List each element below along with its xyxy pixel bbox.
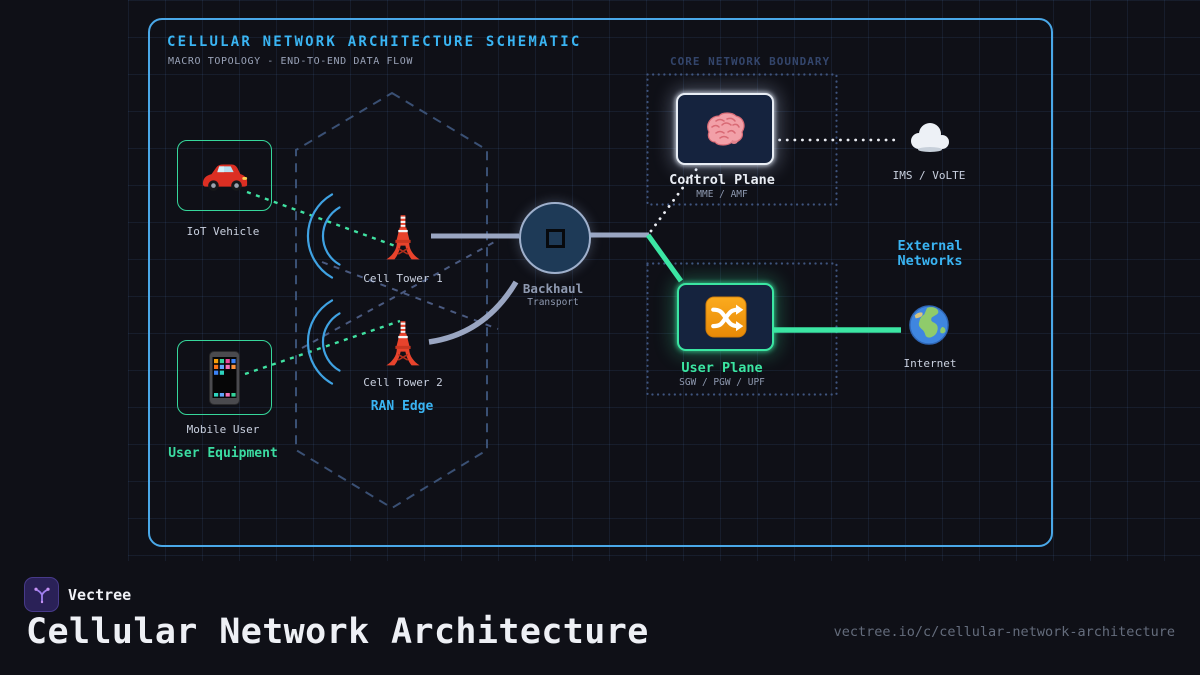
iot-vehicle-node bbox=[177, 140, 272, 211]
vectree-logo bbox=[24, 577, 59, 612]
schematic-subtitle: MACRO TOPOLOGY - END-TO-END DATA FLOW bbox=[168, 56, 413, 67]
shuffle-icon bbox=[704, 296, 747, 338]
external-networks-group-label: External Networks bbox=[897, 238, 963, 269]
footer: Vectree Cellular Network Architecture ve… bbox=[0, 561, 1200, 675]
core-network-boundary-label: CORE NETWORK BOUNDARY bbox=[670, 55, 831, 68]
user-plane-label: User Plane bbox=[681, 360, 763, 376]
control-plane-node bbox=[676, 93, 774, 165]
schematic-frame bbox=[148, 18, 1053, 547]
brain-icon bbox=[707, 112, 745, 146]
control-plane-sublabel: MME / AMF bbox=[696, 189, 748, 200]
backhaul-sublabel: Transport bbox=[527, 297, 579, 308]
car-icon bbox=[202, 163, 247, 191]
backhaul-node bbox=[519, 202, 591, 274]
branch-icon bbox=[33, 587, 50, 603]
cloud-icon bbox=[911, 123, 949, 152]
user-plane-node bbox=[677, 283, 774, 351]
control-plane-label: Control Plane bbox=[669, 172, 775, 188]
user-equipment-group-label: User Equipment bbox=[168, 446, 278, 461]
page-title: Cellular Network Architecture bbox=[26, 612, 649, 652]
schematic-title: CELLULAR NETWORK ARCHITECTURE SCHEMATIC bbox=[167, 34, 582, 50]
user-plane-sublabel: SGW / PGW / UPF bbox=[679, 377, 765, 388]
iot-vehicle-label: IoT Vehicle bbox=[186, 225, 260, 238]
mobile-user-node bbox=[177, 340, 272, 415]
cell-tower-1-label: Cell Tower 1 bbox=[363, 272, 443, 285]
backhaul-label: Backhaul bbox=[522, 281, 584, 296]
ran-edge-group-label: RAN Edge bbox=[370, 399, 434, 414]
tower-icon bbox=[386, 321, 420, 366]
square-icon bbox=[545, 228, 565, 248]
cell-tower-2-label: Cell Tower 2 bbox=[363, 376, 443, 389]
smartphone-icon bbox=[209, 350, 240, 405]
ims-volte-label: IMS / VoLTE bbox=[892, 169, 966, 182]
globe-icon bbox=[909, 305, 949, 345]
page-url: vectree.io/c/cellular-network-architectu… bbox=[833, 624, 1175, 640]
mobile-user-label: Mobile User bbox=[186, 423, 260, 436]
brand-name: Vectree bbox=[68, 586, 132, 604]
internet-label: Internet bbox=[903, 357, 957, 370]
tower-icon bbox=[386, 215, 420, 260]
